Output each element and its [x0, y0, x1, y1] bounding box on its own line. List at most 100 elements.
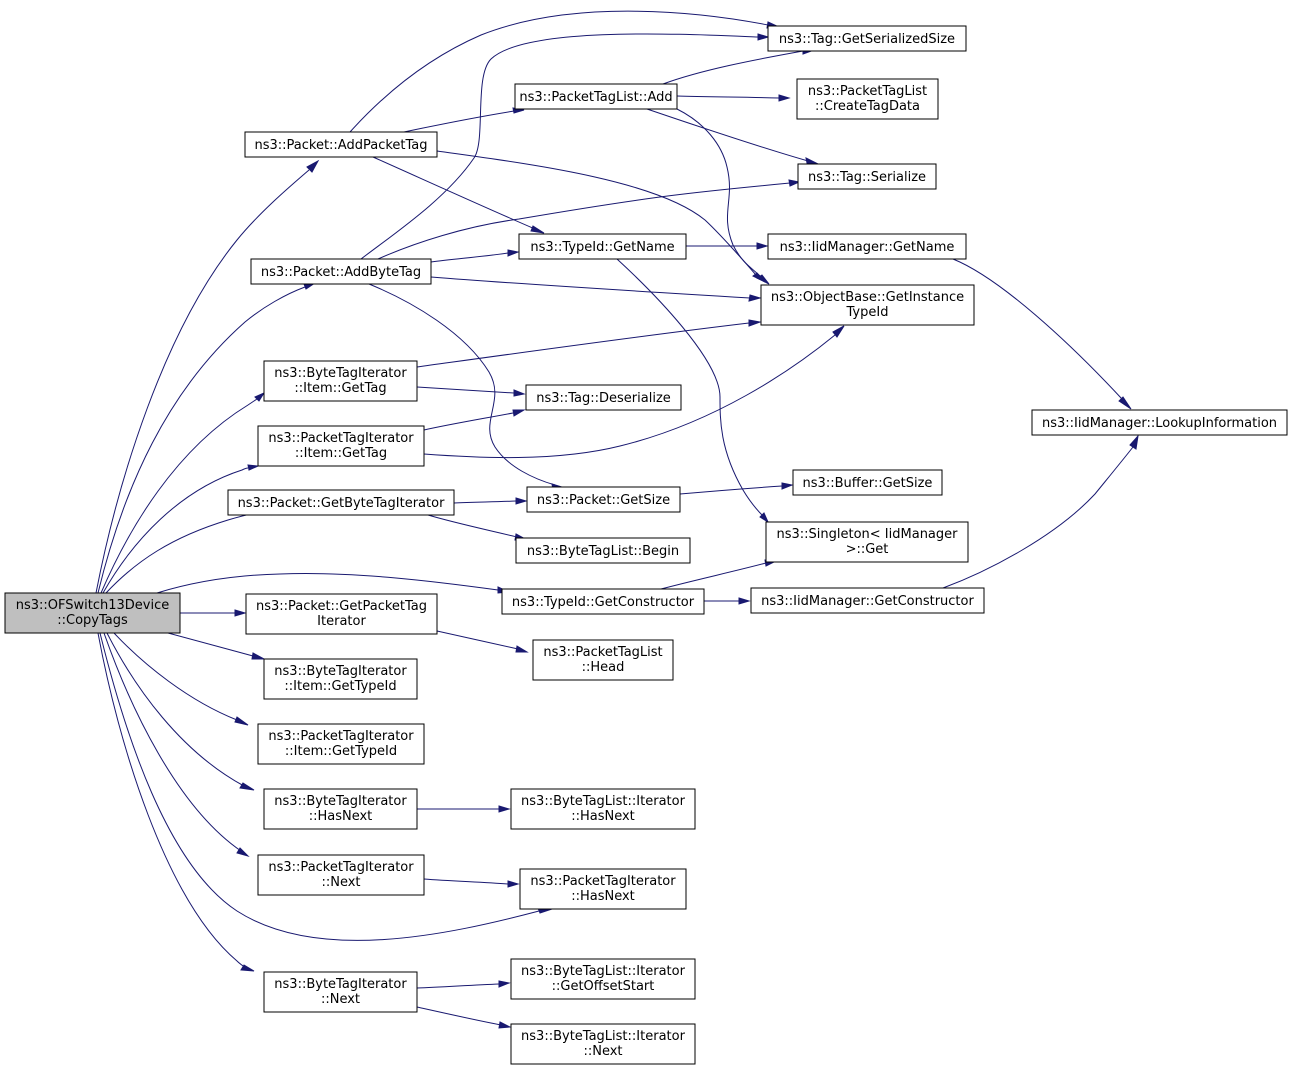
edge-arrowhead — [515, 497, 528, 505]
edge-arrowhead — [234, 716, 249, 726]
call-edge-addpackettag-to-taggetserializedsize — [349, 10, 781, 133]
call-edge-copytags-to-ptiitemgettag — [102, 464, 260, 594]
node-copytags[interactable]: ns3::OFSwitch13Device::CopyTags — [4, 592, 181, 634]
edge-line — [99, 632, 540, 941]
node-label-line: ns3::PacketTagList — [808, 84, 927, 99]
nodes-layer: ns3::OFSwitch13Device::CopyTagsns3::Pack… — [4, 25, 1288, 1065]
node-singletonget[interactable]: ns3::Singleton< IidManager>::Get — [765, 521, 969, 563]
node-label-line: ns3::ByteTagIterator — [274, 366, 407, 381]
node-iidgetname[interactable]: ns3::IidManager::GetName — [767, 233, 967, 260]
node-btlithasnext[interactable]: ns3::ByteTagList::Iterator::HasNext — [510, 788, 696, 830]
node-label-line: ns3::IidManager::GetConstructor — [761, 594, 974, 609]
node-ptlcreatetagdata[interactable]: ns3::PacketTagList::CreateTagData — [796, 78, 939, 120]
call-edge-typeidgetname-to-singletonget — [616, 258, 770, 524]
node-btiitemgettypeid[interactable]: ns3::ByteTagIterator::Item::GetTypeId — [263, 658, 418, 700]
node-btlitnext[interactable]: ns3::ByteTagList::Iterator::Next — [510, 1023, 696, 1065]
edge-line — [167, 632, 254, 657]
node-label-line: ::Item::GetTag — [294, 381, 386, 396]
edge-line — [436, 150, 757, 276]
call-edge-copytags-to-btihasnext — [106, 632, 255, 791]
node-box — [263, 658, 418, 700]
node-box — [250, 258, 432, 285]
edge-arrowhead — [513, 389, 526, 397]
edge-line — [102, 467, 249, 594]
edge-line — [97, 632, 247, 969]
node-box — [796, 78, 939, 120]
edge-line — [676, 95, 780, 99]
node-iidlookupinformation[interactable]: ns3::IidManager::LookupInformation — [1031, 409, 1288, 436]
node-buffergetsize[interactable]: ns3::Buffer::GetSize — [792, 469, 943, 496]
call-edge-addbytetag-to-taggetserializedsize — [360, 33, 770, 260]
call-edge-ptladd-to-tagserialize — [646, 108, 819, 165]
edge-line — [105, 508, 279, 594]
node-taggetserializedsize[interactable]: ns3::Tag::GetSerializedSize — [767, 25, 967, 52]
node-typeidgetconstructor[interactable]: ns3::TypeId::GetConstructor — [501, 588, 705, 615]
node-box — [526, 486, 681, 513]
edge-arrowhead — [788, 179, 801, 187]
node-tagserialize[interactable]: ns3::Tag::Serialize — [797, 163, 937, 190]
node-label-line: ns3::IidManager::LookupInformation — [1042, 416, 1277, 431]
node-btlbegin[interactable]: ns3::ByteTagList::Begin — [515, 537, 691, 564]
edge-arrowhead — [498, 980, 511, 988]
node-label-line: Iterator — [317, 614, 366, 629]
edge-arrowhead — [530, 225, 545, 234]
node-box — [263, 971, 418, 1013]
call-edge-typeidgetname-to-iidgetname — [686, 242, 769, 250]
node-btiitemgettag[interactable]: ns3::ByteTagIterator::Item::GetTag — [263, 360, 418, 402]
edge-arrowhead — [1129, 434, 1139, 450]
node-ptiitemgettag[interactable]: ns3::PacketTagIterator::Item::GetTag — [257, 425, 425, 467]
node-label-line: ns3::Packet::GetPacketTag — [256, 599, 427, 614]
node-box — [257, 854, 425, 896]
edge-line — [372, 156, 536, 230]
call-edge-typeidgetconstructor-to-singletonget — [660, 559, 778, 590]
edge-line — [103, 632, 242, 852]
call-edge-addbytetag-to-tagserialize — [377, 179, 801, 260]
node-label-line: ns3::PacketTagIterator — [268, 729, 414, 744]
edge-line — [942, 446, 1134, 589]
node-label-line: >::Get — [846, 542, 889, 557]
node-ptladd[interactable]: ns3::PacketTagList::Add — [514, 83, 678, 110]
call-edge-iidgetconstructor-to-iidlookupinformation — [942, 434, 1139, 589]
edge-arrowhead — [498, 805, 511, 813]
node-box — [792, 469, 943, 496]
edge-line — [416, 983, 500, 989]
node-ptihasnext[interactable]: ns3::PacketTagIterator::HasNext — [519, 868, 687, 910]
node-label-line: ns3::Packet::GetSize — [537, 493, 670, 508]
node-label-line: ::GetOffsetStart — [552, 979, 655, 994]
node-box — [510, 788, 696, 830]
node-addpackettag[interactable]: ns3::Packet::AddPacketTag — [244, 131, 438, 158]
call-edge-iidgetname-to-iidlookupinformation — [952, 258, 1132, 410]
node-box — [501, 588, 705, 615]
call-edge-btinext-to-btlitgetoffsetstart — [416, 980, 511, 989]
node-btinext[interactable]: ns3::ByteTagIterator::Next — [263, 971, 418, 1013]
node-ptlhead[interactable]: ns3::PacketTagList::Head — [532, 639, 674, 681]
edge-line — [377, 182, 791, 260]
node-label-line: ::CreateTagData — [815, 99, 920, 114]
call-edge-btiitemgettag-to-objectbasegetinstancetypeid — [416, 319, 762, 368]
node-label-line: ::Next — [583, 1044, 622, 1059]
node-getbytetagiterator[interactable]: ns3::Packet::GetByteTagIterator — [227, 489, 455, 516]
node-ptiitemgettypeid[interactable]: ns3::PacketTagIterator::Item::GetTypeId — [257, 723, 425, 765]
node-typeidgetname[interactable]: ns3::TypeId::GetName — [518, 233, 687, 260]
edge-arrowhead — [254, 391, 266, 402]
node-btlitgetoffsetstart[interactable]: ns3::ByteTagList::Iterator::GetOffsetSta… — [510, 958, 696, 1000]
node-addbytetag[interactable]: ns3::Packet::AddByteTag — [250, 258, 432, 285]
node-label-line: ns3::PacketTagList::Add — [519, 90, 672, 105]
node-packetgetsize[interactable]: ns3::Packet::GetSize — [526, 486, 681, 513]
call-edge-copytags-to-ptinext — [103, 632, 250, 857]
node-tagdeserialize[interactable]: ns3::Tag::Deserialize — [525, 384, 682, 411]
edge-line — [349, 10, 769, 133]
node-label-line: ::HasNext — [571, 809, 635, 824]
node-label-line: ns3::PacketTagList — [543, 645, 662, 660]
edge-line — [100, 398, 258, 594]
edge-arrowhead — [512, 409, 526, 417]
node-label-line: ns3::PacketTagIterator — [268, 860, 414, 875]
node-iidgetconstructor[interactable]: ns3::IidManager::GetConstructor — [750, 587, 985, 614]
edge-line — [430, 276, 751, 299]
node-btihasnext[interactable]: ns3::ByteTagIterator::HasNext — [263, 788, 418, 830]
node-ptinext[interactable]: ns3::PacketTagIterator::Next — [257, 854, 425, 896]
node-box — [245, 593, 438, 635]
